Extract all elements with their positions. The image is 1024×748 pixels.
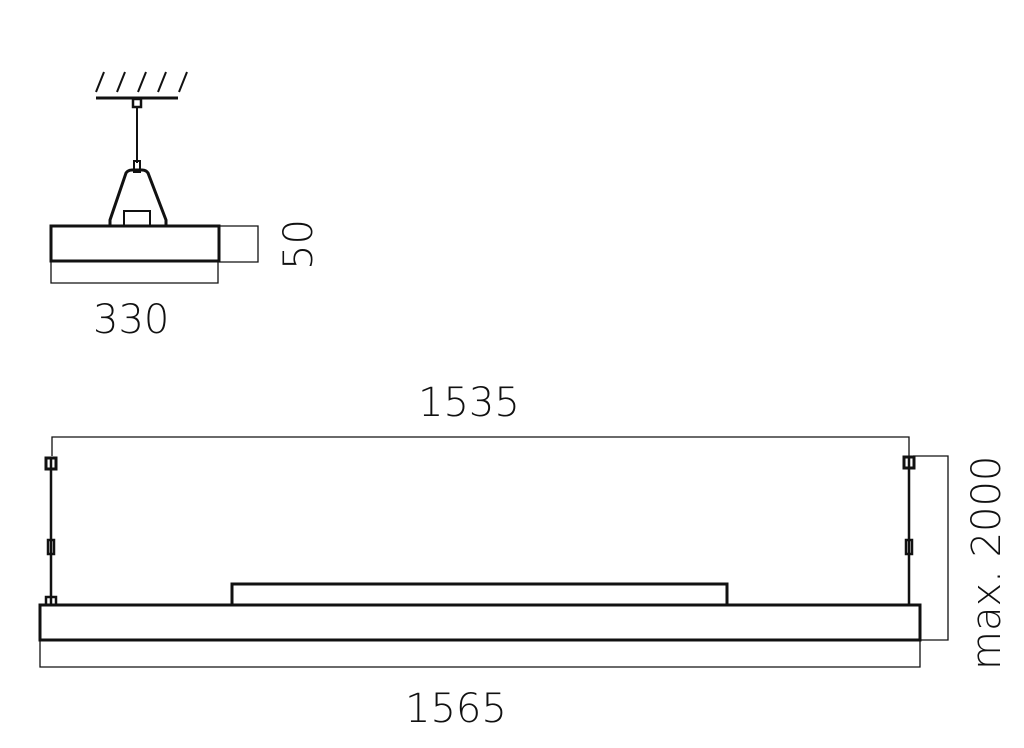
width-dimension-line (50, 262, 219, 284)
bracket-block (123, 210, 151, 227)
max-height-dimension-line (913, 455, 949, 641)
left-cable-gripper (46, 538, 56, 556)
suspension-spacing-label: 1535 (418, 380, 520, 426)
ceiling-hatch-icon (95, 71, 188, 93)
luminaire-body-side (49, 224, 221, 263)
mounting-bracket (108, 168, 168, 226)
luminaire-body-front (38, 603, 922, 642)
side-width-label: 330 (93, 297, 169, 343)
right-cable-gripper (904, 538, 914, 556)
left-suspension (44, 456, 58, 607)
front-view (38, 436, 949, 668)
right-suspension (902, 455, 916, 605)
right-ceiling-canopy (902, 455, 916, 470)
max-height-label: max. 2000 (964, 456, 1010, 670)
side-view (49, 71, 259, 284)
side-height-label: 50 (276, 219, 322, 270)
overall-length-dimension-line (39, 640, 921, 668)
height-dimension-line (219, 225, 259, 263)
cable-gripper (133, 160, 141, 173)
left-ceiling-canopy (44, 456, 58, 471)
ceiling-connector (131, 97, 143, 109)
suspension-spacing-dimension-line (51, 436, 910, 456)
overall-length-label: 1565 (405, 686, 507, 732)
luminaire-top-module (230, 582, 729, 607)
